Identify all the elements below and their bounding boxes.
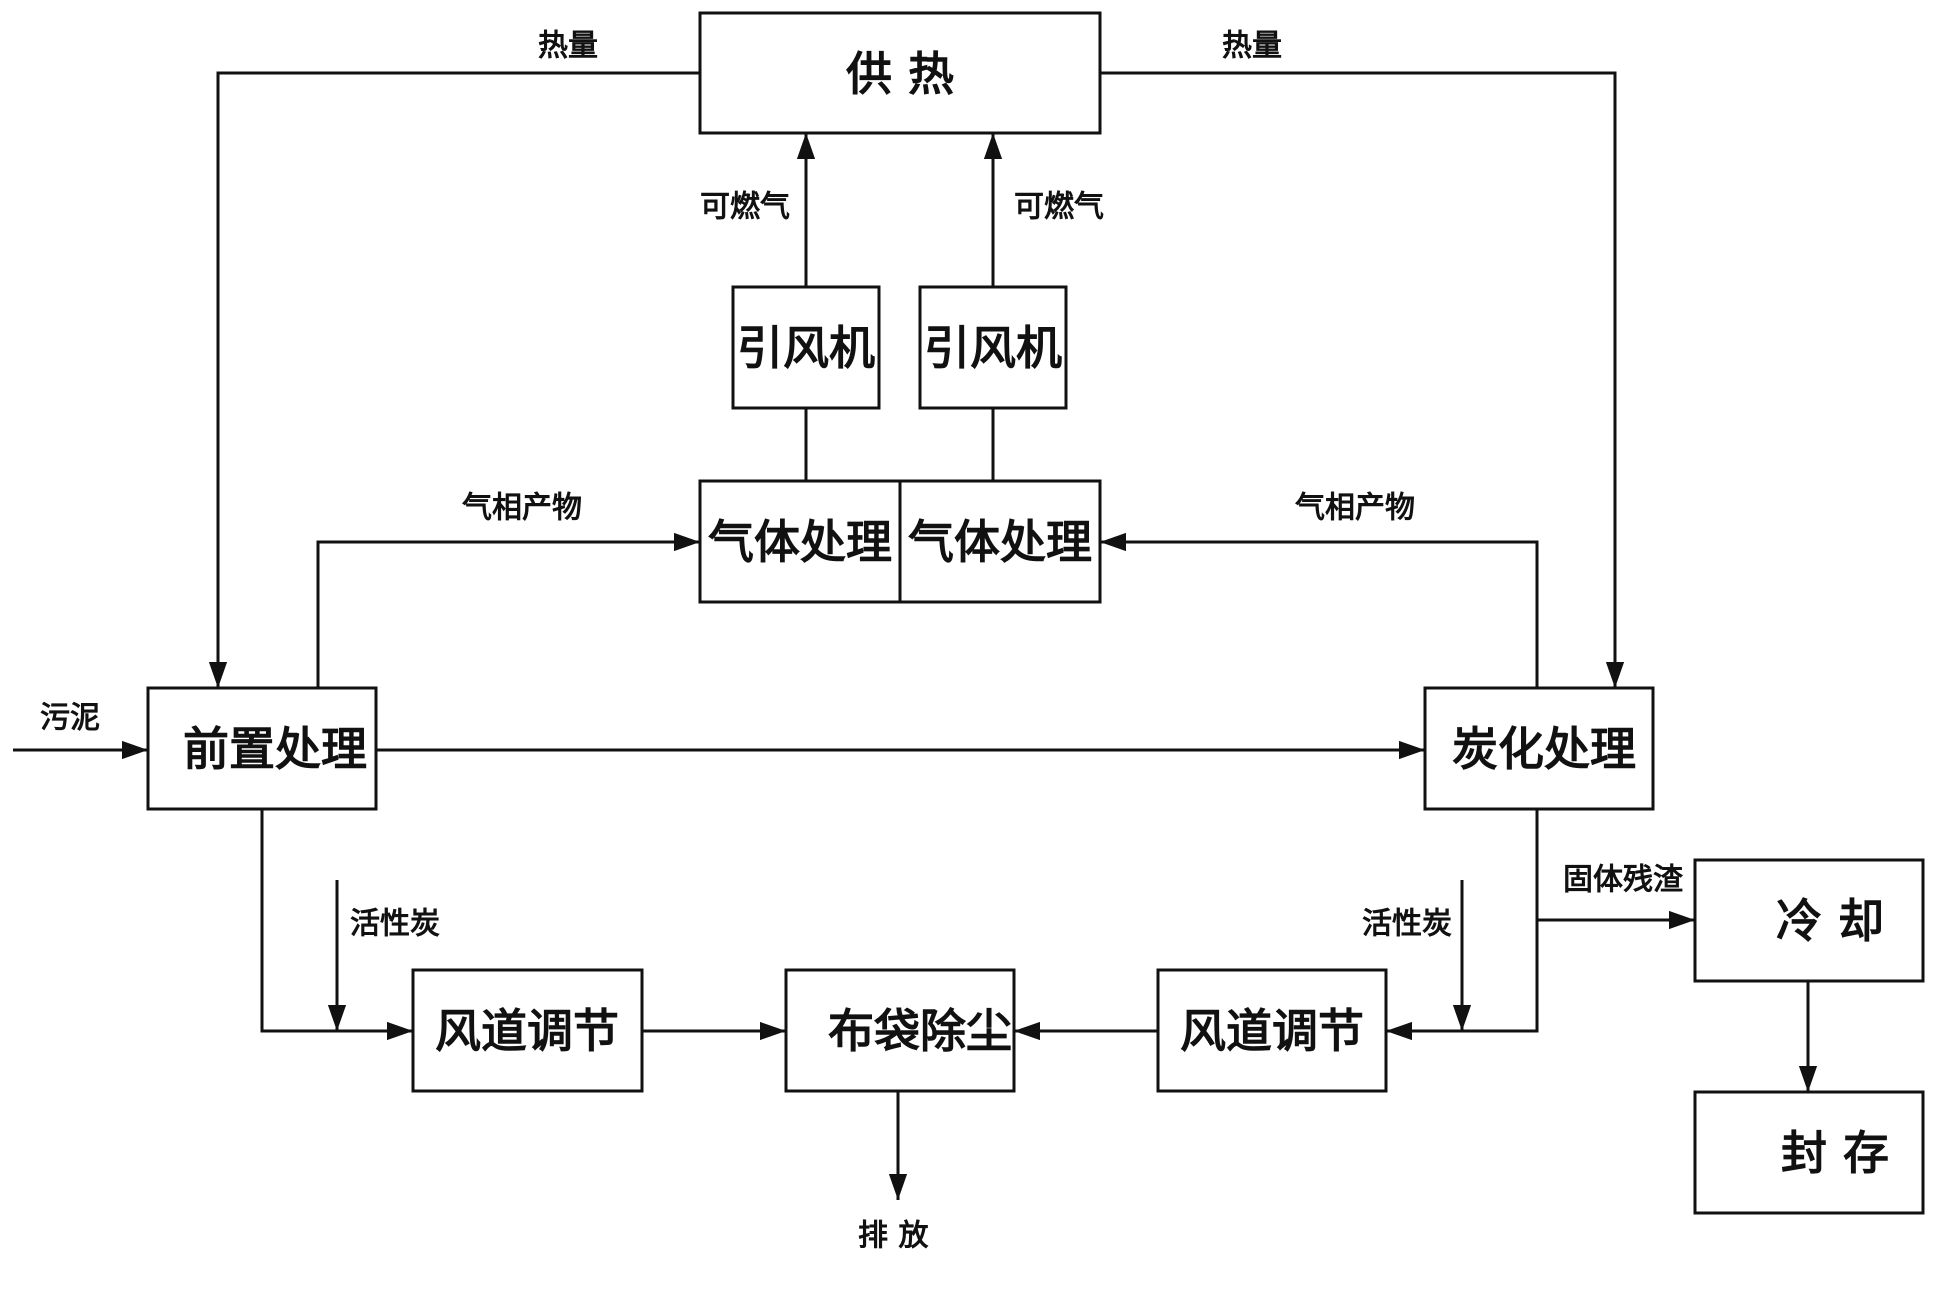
node-bag-filter: 布袋除尘 <box>784 968 1016 1093</box>
node-gas-treatment-right-label: 气体处理 <box>908 515 1092 569</box>
node-bag-filter-label: 布袋除尘 <box>828 1004 1012 1058</box>
node-supply-heat: 供 热 <box>698 11 1102 135</box>
label-discharge: 排 放 <box>858 1219 929 1254</box>
label-fuel-gas-right: 可燃气 <box>1014 190 1104 225</box>
label-heat-left: 热量 <box>538 29 598 64</box>
label-fuel-gas-left: 可燃气 <box>700 190 790 225</box>
node-gas-treatment-left-label: 气体处理 <box>708 515 892 569</box>
node-supply-heat-label: 供 热 <box>846 47 954 101</box>
node-fan-right-label: 引风机 <box>924 321 1062 375</box>
label-sludge: 污泥 <box>40 701 100 736</box>
node-fan-left: 引风机 <box>731 285 881 410</box>
node-duct-adjust-left: 风道调节 <box>411 968 644 1093</box>
node-fan-right: 引风机 <box>918 285 1068 410</box>
node-duct-adjust-right: 风道调节 <box>1156 968 1388 1093</box>
node-gas-treatment-right: 气体处理 <box>898 479 1102 604</box>
label-gas-product-right: 气相产物 <box>1295 491 1415 526</box>
edge-heat-to-pretreatment <box>208 71 700 688</box>
label-solid-residue: 固体残渣 <box>1563 863 1684 898</box>
node-pretreatment-label: 前置处理 <box>183 722 367 776</box>
edge-pretreatment-gas-product <box>316 532 700 688</box>
node-carbonization-label: 炭化处理 <box>1452 722 1636 776</box>
node-duct-adjust-left-label: 风道调节 <box>435 1004 619 1058</box>
node-carbonization: 炭化处理 <box>1423 686 1655 811</box>
edge-carbonization-to-duct-right <box>1386 809 1539 1041</box>
edge-heat-to-carbonization <box>1100 71 1625 688</box>
label-carbon-left: 活性炭 <box>350 907 440 942</box>
node-storage: 封 存 <box>1693 1090 1925 1215</box>
node-gas-treatment-left: 气体处理 <box>698 479 902 604</box>
label-gas-product-left: 气相产物 <box>462 491 582 526</box>
node-pretreatment: 前置处理 <box>146 686 378 811</box>
node-cooling-label: 冷 却 <box>1776 894 1884 948</box>
node-cooling: 冷 却 <box>1693 858 1925 983</box>
node-storage-label: 封 存 <box>1781 1126 1889 1180</box>
node-duct-adjust-right-label: 风道调节 <box>1180 1004 1364 1058</box>
node-fan-left-label: 引风机 <box>737 321 875 375</box>
edge-carbonization-gas-product <box>1100 532 1539 688</box>
label-carbon-right: 活性炭 <box>1362 907 1452 942</box>
label-heat-right: 热量 <box>1222 29 1282 64</box>
edge-pretreatment-to-duct-left <box>260 809 413 1041</box>
